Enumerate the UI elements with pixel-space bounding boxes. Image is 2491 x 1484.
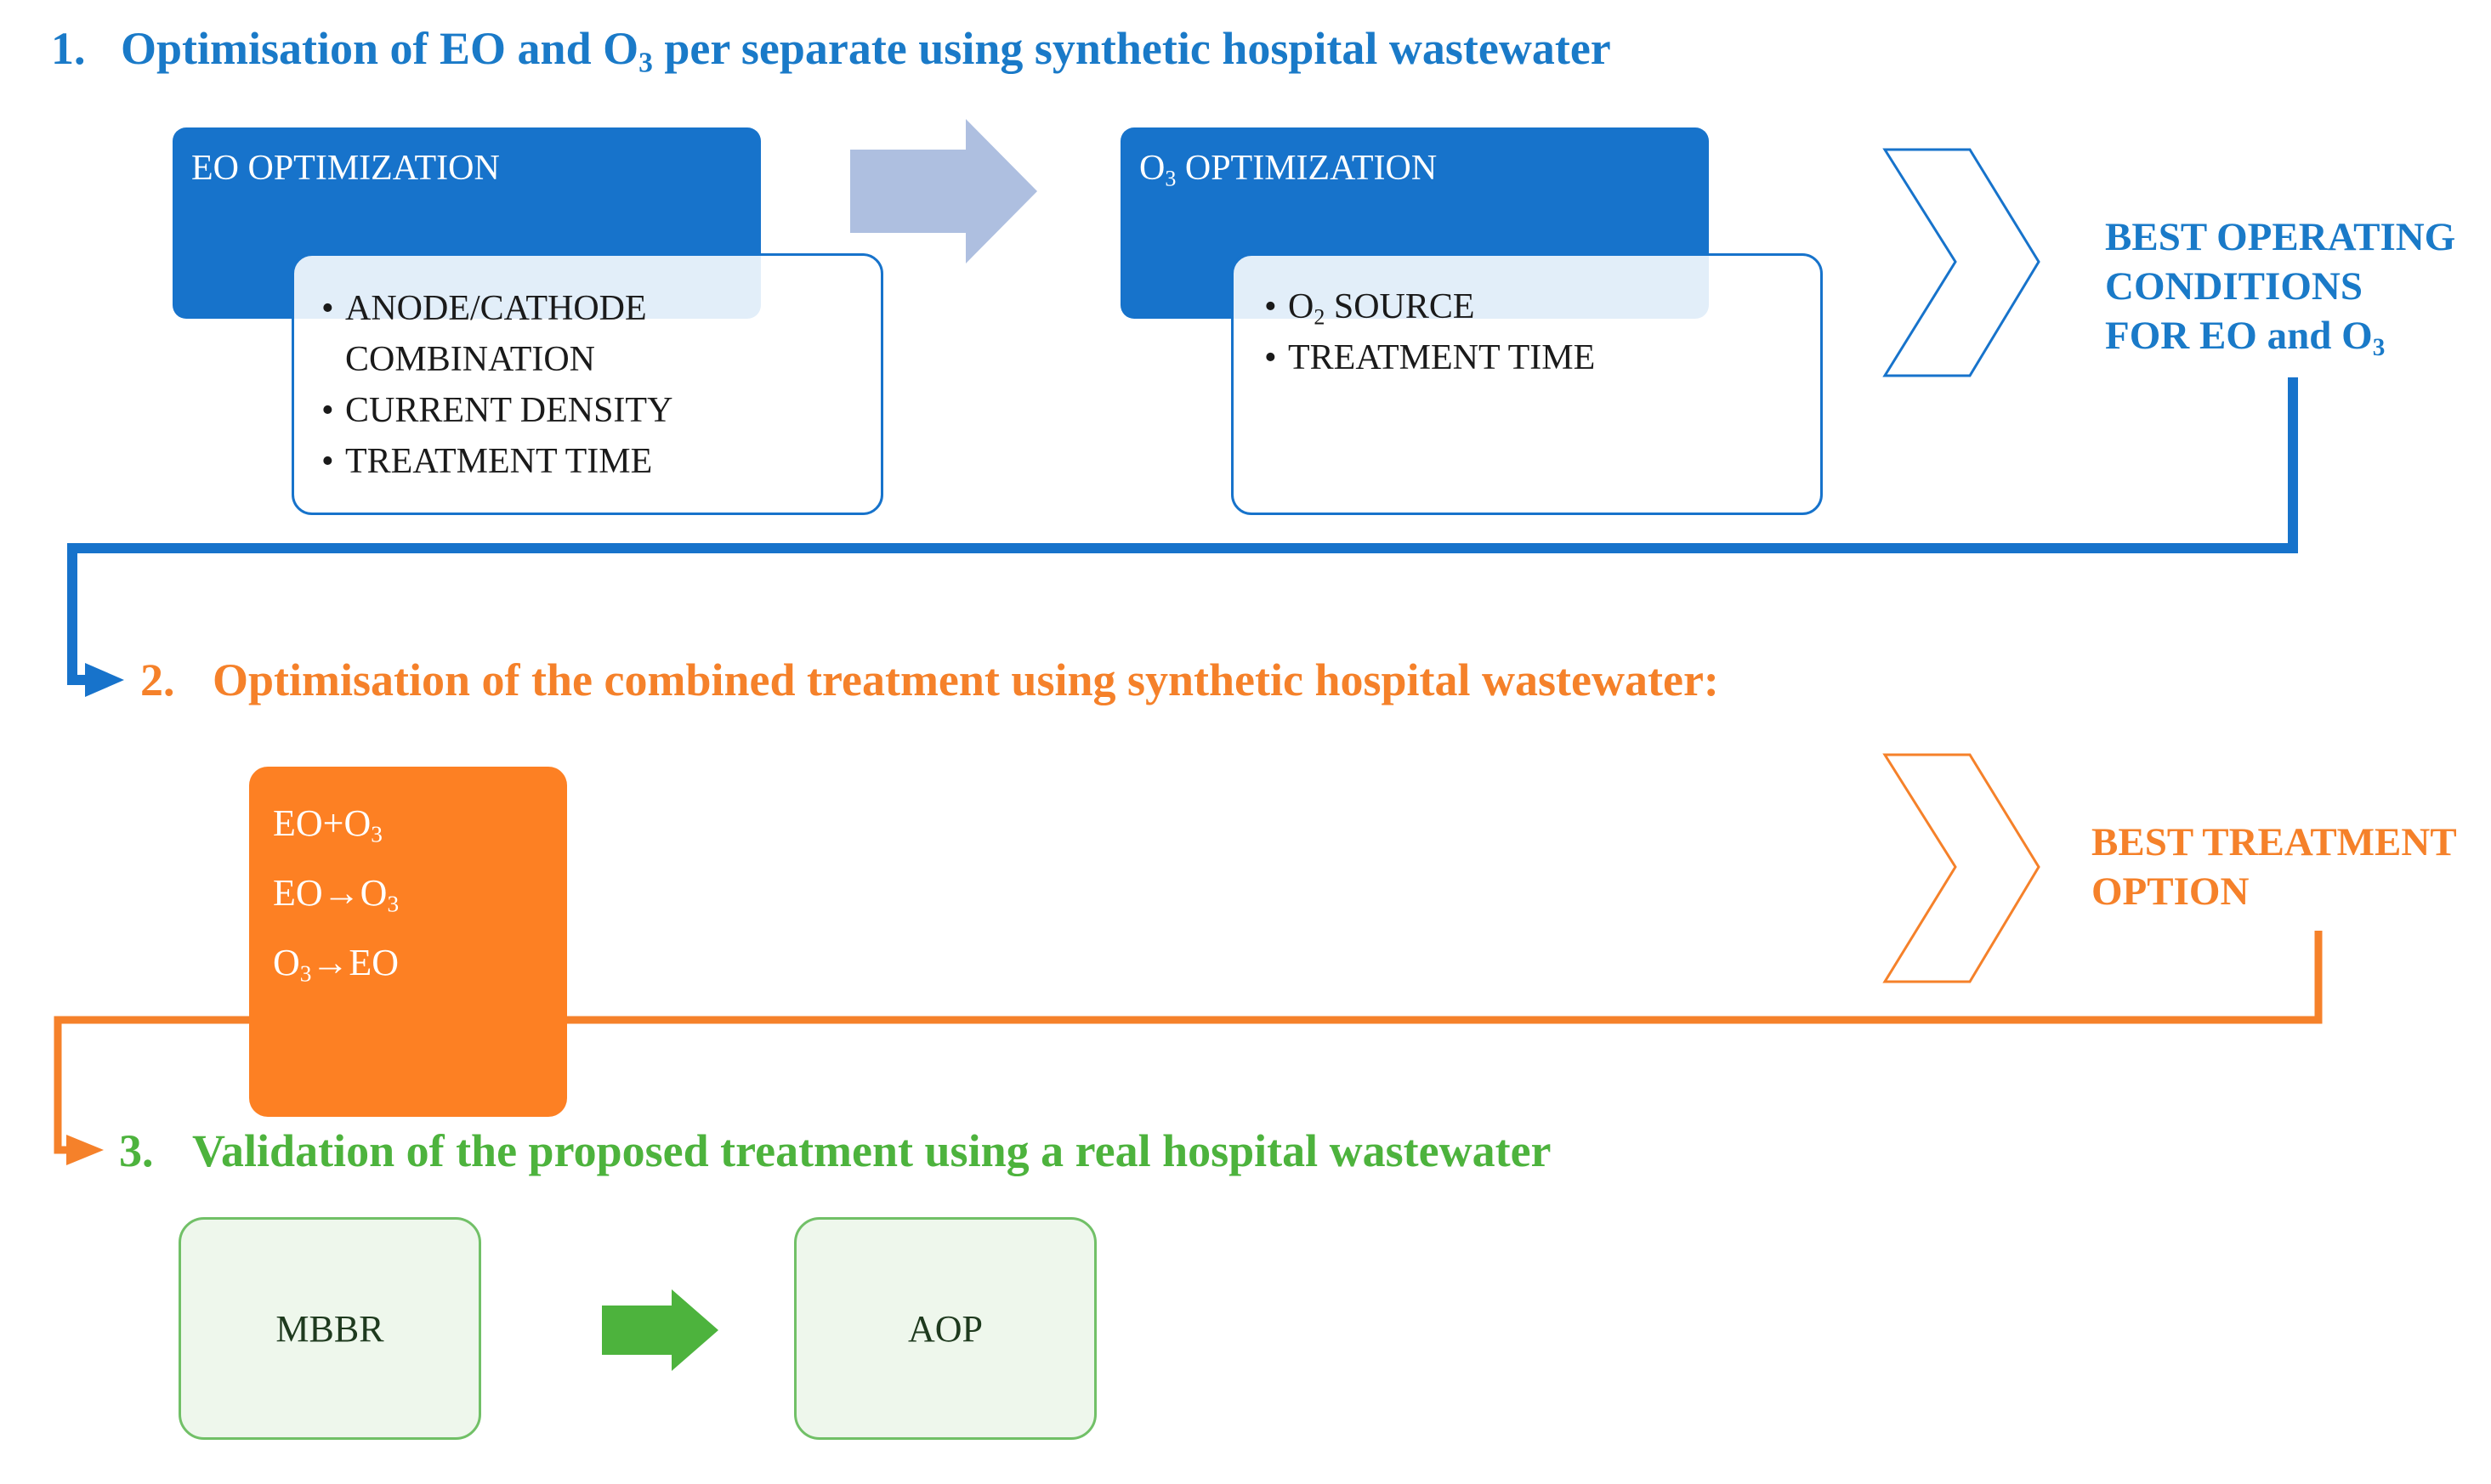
best-treatment-line2: OPTION (2091, 869, 2250, 914)
option-eo-then-o3: EO→O3 (273, 872, 400, 917)
aop-box: AOP (794, 1217, 1097, 1440)
step1-title-text-rest: per separate using synthetic hospital wa… (652, 23, 1611, 74)
step1-title-text: Optimisation of EO and O (121, 23, 639, 74)
step2-title: 2. Optimisation of the combined treatment… (140, 657, 1719, 703)
eo-parameter-treatment-time: TREATMENT TIME (321, 436, 881, 487)
eo-optimization-label: EO OPTIMIZATION (191, 149, 500, 188)
step1-title: 1. Optimisation of EO and O3 per separate… (51, 23, 1611, 77)
best-operating-conditions-label: BEST OPERATING CONDITIONS FOR EO and O3 (2105, 212, 2455, 360)
orange-connector-line (54, 931, 2323, 1154)
o3-parameter-o2-source: O2 SOURCE (1264, 281, 1820, 332)
right-arrow-icon-green (602, 1289, 718, 1371)
orange-connector-arrowhead-icon (66, 1135, 104, 1165)
step1-number: 1. (51, 23, 86, 74)
combined-treatment-options-box: EO+O3 EO→O3 O3→EO (249, 767, 567, 1117)
mbbr-label: MBBR (275, 1307, 384, 1350)
chevron-right-icon-orange (1882, 753, 2040, 983)
best-treatment-option-label: BEST TREATMENT OPTION (2091, 818, 2457, 916)
step3-title-text: Validation of the proposed treatment usi… (192, 1125, 1552, 1176)
o3-optimization-label: O3 OPTIMIZATION (1139, 149, 1438, 191)
option-o3-then-eo: O3→EO (273, 942, 400, 987)
aop-label: AOP (907, 1307, 984, 1350)
eo-parameter-combination: COMBINATION (345, 340, 595, 379)
o3-parameters-list: O2 SOURCE TREATMENT TIME (1264, 281, 1820, 383)
best-conditions-line2: CONDITIONS (2105, 264, 2363, 309)
step3-title: 3. Validation of the proposed treatment u… (119, 1128, 1552, 1174)
mbbr-box: MBBR (179, 1217, 481, 1440)
step2-number: 2. (140, 654, 175, 705)
best-conditions-line3: FOR EO and O3 (2105, 314, 2386, 362)
right-arrow-icon (850, 119, 1037, 263)
blue-connector-line (67, 377, 2298, 685)
eo-parameter-current-density: CURRENT DENSITY (321, 385, 881, 436)
option-eo-plus-o3: EO+O3 (273, 802, 383, 847)
chevron-right-icon (1882, 148, 2040, 377)
step3-number: 3. (119, 1125, 154, 1176)
blue-connector-arrowhead-icon (85, 663, 124, 697)
step1-title-subscript: 3 (638, 47, 653, 79)
o3-parameter-treatment-time: TREATMENT TIME (1264, 332, 1820, 383)
best-conditions-line1: BEST OPERATING (2105, 215, 2456, 259)
step2-title-text: Optimisation of the combined treatment u… (213, 654, 1719, 705)
o3-parameters-box: O2 SOURCE TREATMENT TIME (1231, 253, 1823, 515)
best-treatment-line1: BEST TREATMENT (2091, 820, 2457, 864)
